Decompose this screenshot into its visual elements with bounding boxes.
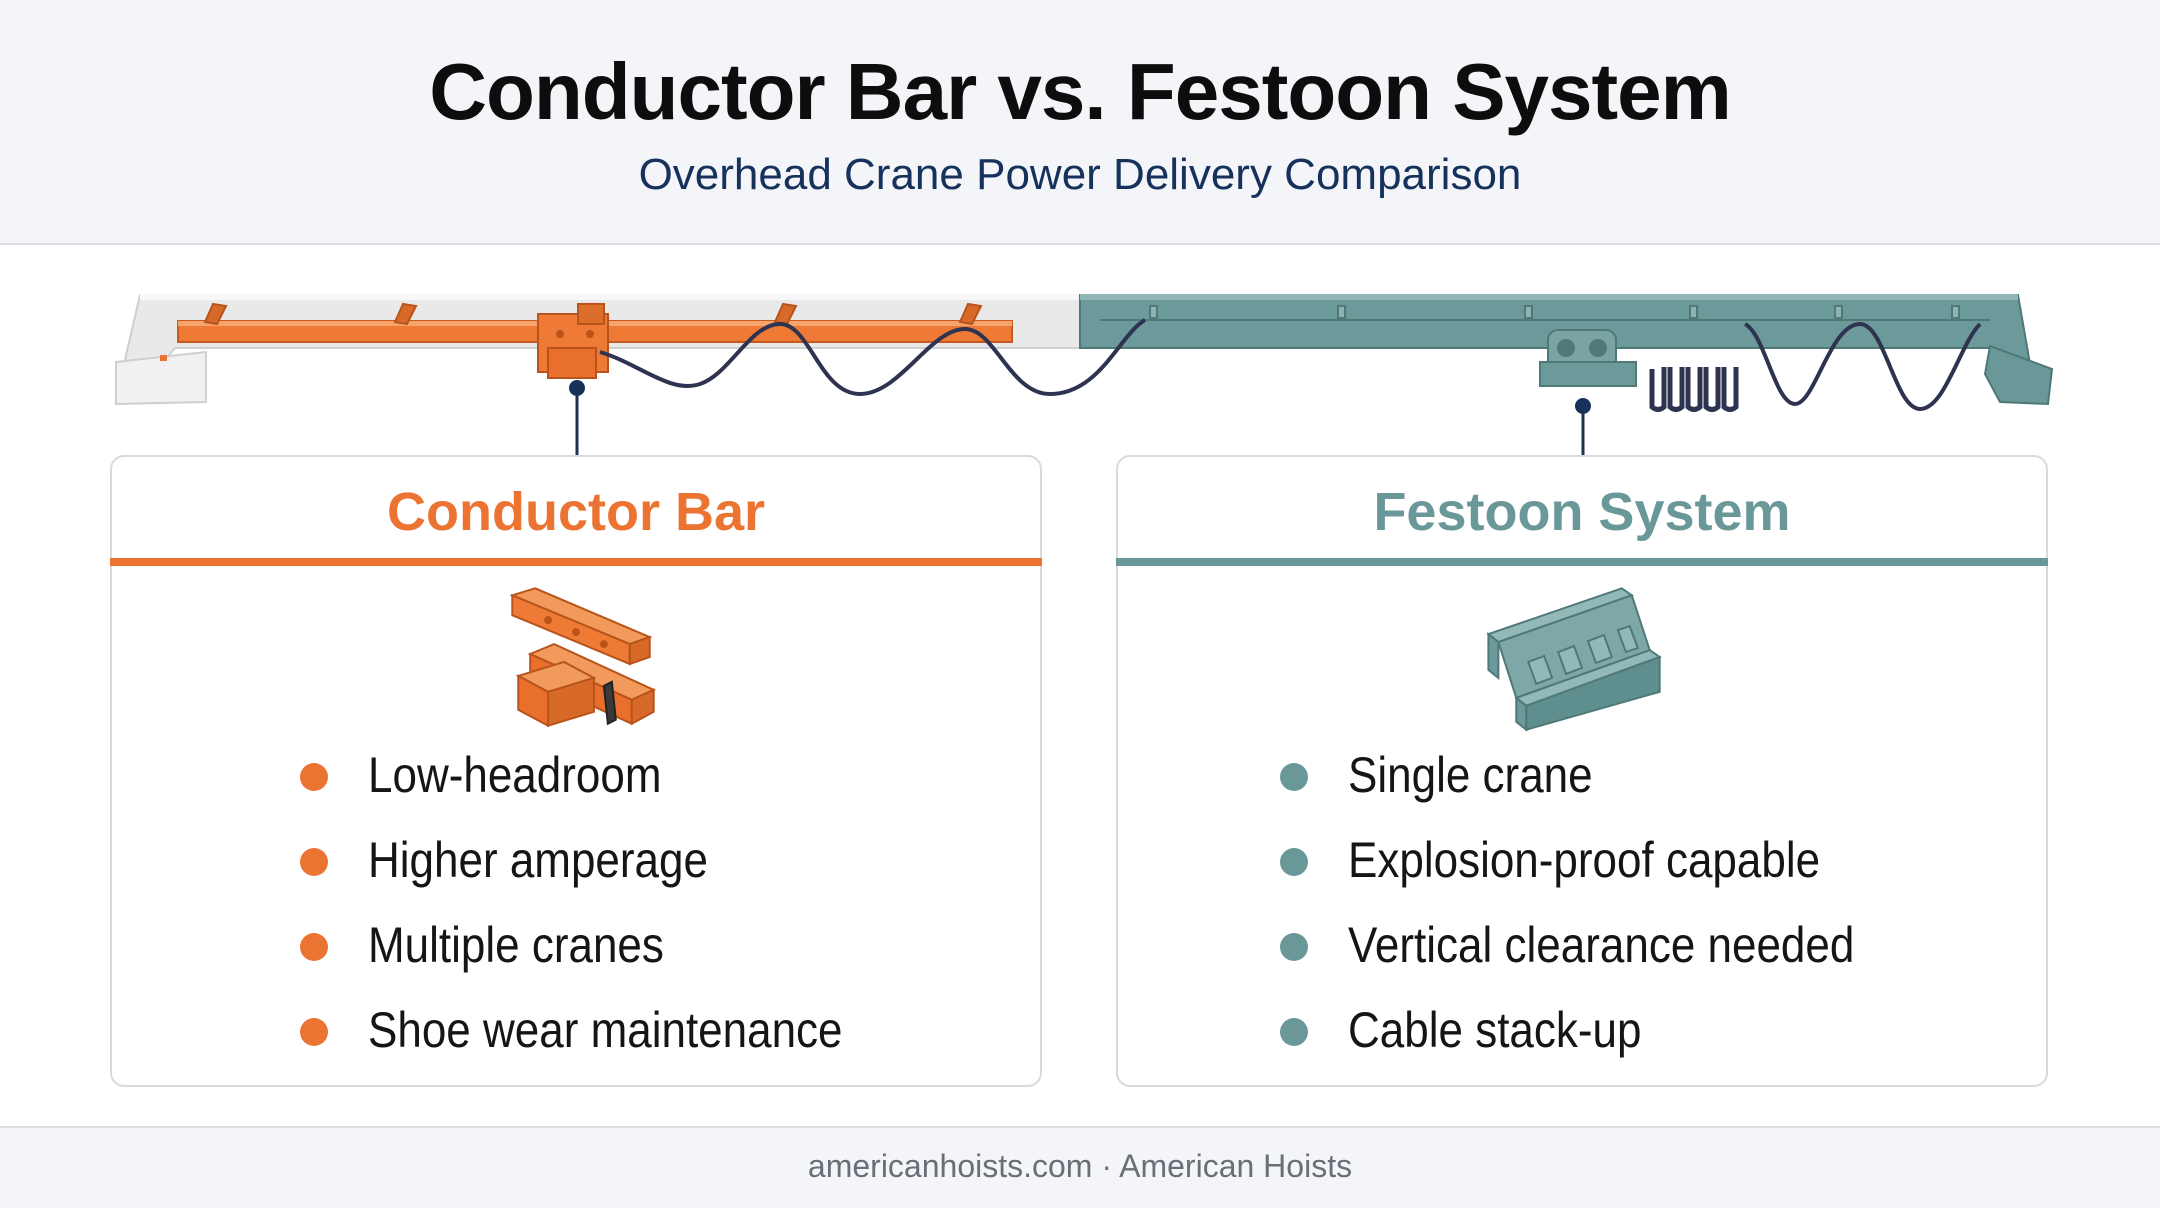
collector-shoe-icon	[509, 587, 657, 728]
festoon-system-bullet-list: Single crane Explosion-proof capable Ver…	[1118, 735, 2046, 1075]
list-item: Single crane	[1118, 735, 2046, 820]
bullet-dot	[1280, 1018, 1308, 1046]
list-item: Low-headroom	[112, 735, 1040, 820]
footer: americanhoists.com · American Hoists	[0, 1126, 2160, 1208]
list-item: Vertical clearance needed	[1118, 905, 2046, 990]
conductor-bar-title: Conductor Bar	[387, 482, 765, 542]
list-item: Higher amperage	[112, 820, 1040, 905]
crane-rail-illustration	[115, 294, 2054, 455]
bullet-dot	[1280, 933, 1308, 961]
festoon-system-title: Festoon System	[1373, 482, 1791, 542]
cable-loops	[599, 318, 1982, 412]
header: Conductor Bar vs. Festoon System Overhea…	[0, 0, 2160, 245]
bullet-dot	[300, 763, 328, 791]
bullet-dot	[1280, 848, 1308, 876]
festoon-trolley	[1539, 329, 1637, 455]
bullet-dot	[300, 848, 328, 876]
card-divider	[1116, 558, 2048, 566]
list-item: Cable stack-up	[1118, 990, 2046, 1075]
conductor-bar-card: Conductor Bar Low-headroom Higher ampera…	[110, 455, 1042, 1087]
bullet-dot	[300, 933, 328, 961]
festoon-system-card: Festoon System Single crane Explosion-pr…	[1116, 455, 2048, 1087]
cable-track-icon	[1486, 587, 1662, 732]
conductor-bar-bullet-list: Low-headroom Higher amperage Multiple cr…	[112, 735, 1040, 1075]
stacked-festoon-cables	[1649, 367, 1739, 412]
bullet-dot	[1280, 763, 1308, 791]
list-item: Multiple cranes	[112, 905, 1040, 990]
bullet-dot	[300, 1018, 328, 1046]
footer-credit: americanhoists.com · American Hoists	[807, 1148, 1353, 1184]
page-subtitle: Overhead Crane Power Delivery Comparison	[638, 150, 1522, 199]
card-divider	[110, 558, 1042, 566]
list-item: Explosion-proof capable	[1118, 820, 2046, 905]
page-title: Conductor Bar vs. Festoon System	[429, 47, 1732, 136]
collector-trolley	[537, 303, 609, 455]
list-item: Shoe wear maintenance	[112, 990, 1040, 1075]
